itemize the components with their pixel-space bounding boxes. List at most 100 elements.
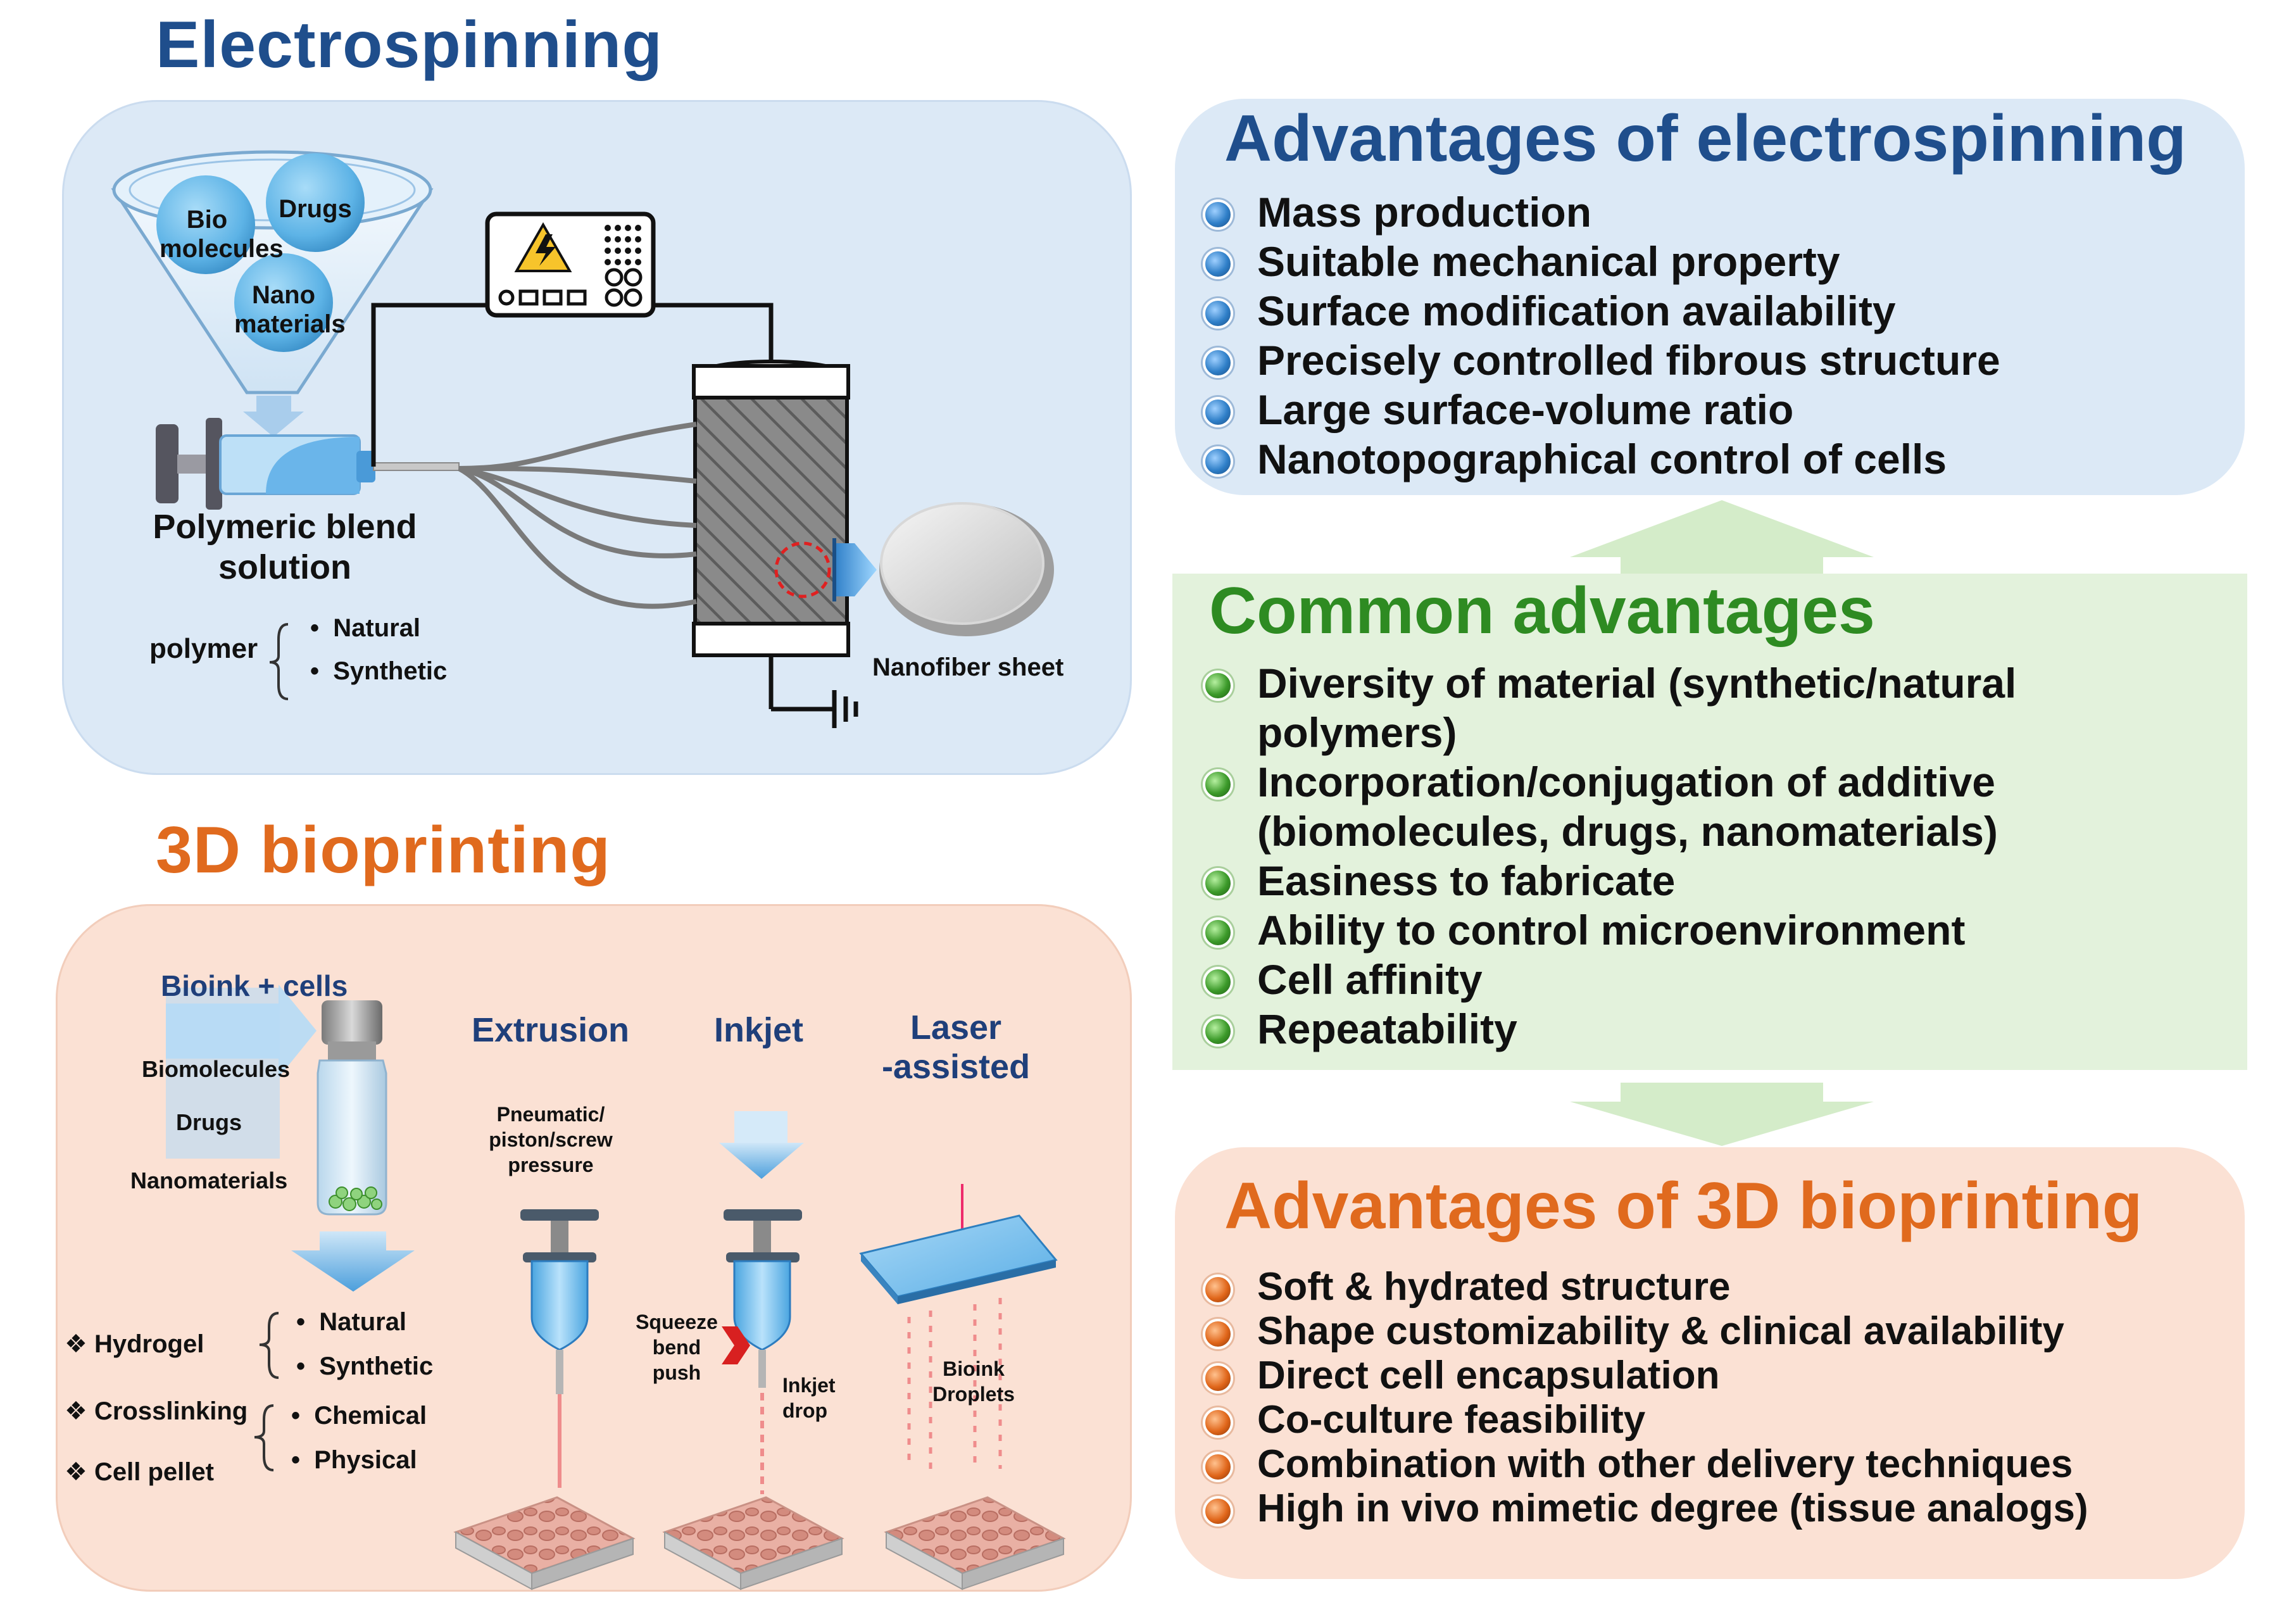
bullet-icon	[1203, 1016, 1233, 1047]
culture-plate-inkjet	[662, 1496, 844, 1590]
common-advantages-title: Common advantages	[1209, 574, 1875, 648]
additives-arrow-body	[166, 988, 280, 1159]
culture-plate-laser	[884, 1496, 1066, 1590]
bio-label-line2: molecules	[160, 235, 284, 263]
drugs-label: Drugs	[279, 195, 352, 223]
solution-label-line2: solution	[218, 548, 351, 586]
bullet-icon	[1203, 1363, 1233, 1394]
nanomaterials-ball	[234, 253, 333, 352]
syringe-needle	[373, 462, 460, 471]
zoom-arrow	[834, 543, 877, 596]
bioprinting-illustration	[166, 985, 1066, 1590]
list-item: Nanotopographical control of cells	[1203, 434, 2000, 484]
syringe-plunger-cap	[156, 424, 179, 503]
list-item: Direct cell encapsulation	[1203, 1354, 2088, 1398]
cell-pellet-label: ❖ Cell pellet	[65, 1458, 214, 1486]
hydrogel-type-synthetic: • Synthetic	[296, 1352, 434, 1380]
method-extrusion: Extrusion	[472, 1011, 630, 1049]
laser-note-bioink: Bioink	[943, 1357, 1005, 1380]
inkjet-syringe	[733, 1260, 791, 1351]
bioink-label: Bioink + cells	[161, 969, 348, 1002]
zoom-circle	[774, 541, 831, 598]
extrusion-note-line3: pressure	[508, 1154, 594, 1176]
culture-plate-extrusion	[453, 1496, 636, 1590]
inkjet-pressure-arrow	[719, 1143, 804, 1179]
bullet-icon	[1203, 769, 1233, 800]
common-advantages-list: Diversity of material (synthetic/natural…	[1203, 658, 2016, 1054]
inkjet-plunger	[724, 1209, 802, 1221]
bio-label-line1: Bio	[186, 206, 228, 234]
list-item: Mass production	[1203, 187, 2000, 237]
crosslinking-type-chemical: • Chemical	[291, 1402, 427, 1430]
additive-drugs: Drugs	[176, 1109, 242, 1135]
bullet-icon	[1203, 1496, 1233, 1526]
list-item: Cell affinity	[1203, 955, 2016, 1004]
advantages-bioprinting-list: Soft & hydrated structure Shape customiz…	[1203, 1265, 2088, 1531]
bullet-icon	[1203, 1452, 1233, 1482]
drugs-ball	[266, 153, 365, 252]
bioprinting-title: 3D bioprinting	[156, 814, 611, 887]
bullet-icon	[1203, 446, 1233, 477]
list-item: Repeatability	[1203, 1004, 2016, 1054]
electrospinning-title: Electrospinning	[156, 8, 663, 82]
nano-label-line2: materials	[234, 310, 346, 338]
bullet-icon	[1203, 670, 1233, 701]
method-laser-line2: -assisted	[881, 1048, 1031, 1086]
polymer-type-natural: • Natural	[310, 614, 421, 642]
method-laser-line1: Laser	[910, 1009, 1002, 1047]
bullet-icon	[1203, 249, 1233, 279]
bioink-vial	[317, 1059, 387, 1216]
list-item: Ability to control microenvironment	[1203, 905, 2016, 955]
biomolecules-ball	[156, 175, 255, 274]
advantages-electrospinning-panel	[1175, 99, 2245, 495]
laser-note-droplets: Droplets	[932, 1383, 1015, 1406]
vial-down-arrow	[291, 1231, 415, 1292]
method-inkjet: Inkjet	[714, 1011, 804, 1049]
bullet-icon	[1203, 298, 1233, 329]
hydrogel-type-natural: • Natural	[296, 1308, 407, 1336]
list-item: Suitable mechanical property	[1203, 237, 2000, 286]
crosslinking-label: ❖ Crosslinking	[65, 1397, 248, 1425]
extrusion-note-line1: Pneumatic/	[496, 1103, 605, 1126]
inkjet-note-drop: drop	[782, 1399, 828, 1422]
vial-cap	[322, 1000, 382, 1045]
nano-label-line1: Nano	[252, 281, 315, 309]
bullet-icon	[1203, 868, 1233, 898]
list-item: Shape customizability & clinical availab…	[1203, 1309, 2088, 1354]
additive-nanomaterials: Nanomaterials	[130, 1167, 288, 1193]
list-item: Co-culture feasibility	[1203, 1398, 2088, 1442]
list-item: Precisely controlled fibrous structure	[1203, 336, 2000, 385]
fiber-jets	[458, 422, 697, 609]
funnel-arrow	[243, 396, 304, 437]
bullet-icon	[1203, 1319, 1233, 1349]
laser-droplets	[907, 1298, 1002, 1469]
list-item: Surface modification availability	[1203, 286, 2000, 336]
list-item: Diversity of material (synthetic/natural…	[1203, 658, 2016, 757]
inkjet-note-push: push	[652, 1361, 701, 1384]
nanofiber-sheet-label: Nanofiber sheet	[872, 653, 1064, 681]
polymer-type-synthetic: • Synthetic	[310, 657, 448, 685]
list-item: Combination with other delivery techniqu…	[1203, 1442, 2088, 1487]
hydrogel-label: ❖ Hydrogel	[65, 1330, 204, 1358]
list-item: High in vivo mimetic degree (tissue anal…	[1203, 1487, 2088, 1531]
squeeze-chevron	[722, 1326, 750, 1364]
crosslinking-type-physical: • Physical	[291, 1446, 417, 1474]
advantages-electrospinning-title: Advantages of electrospinning	[1224, 102, 2186, 175]
advantages-electrospinning-list: Mass production Suitable mechanical prop…	[1203, 187, 2000, 484]
collector-drum	[693, 378, 849, 636]
inkjet-note-bend: bend	[652, 1336, 701, 1359]
down-arrow-to-bioprinting	[1570, 1083, 1874, 1146]
extrusion-syringe	[530, 1260, 589, 1351]
bullet-icon	[1203, 967, 1233, 997]
common-advantages-panel	[1172, 574, 2247, 1070]
list-item: Easiness to fabricate	[1203, 856, 2016, 905]
advantages-bioprinting-panel	[1175, 1147, 2245, 1579]
up-arrow-to-electrospinning	[1570, 500, 1874, 576]
bullet-icon	[1203, 348, 1233, 378]
inkjet-note-squeeze: Squeeze	[636, 1311, 718, 1333]
bullet-icon	[1203, 397, 1233, 427]
bullet-icon	[1203, 1274, 1233, 1305]
list-item: Soft & hydrated structure	[1203, 1265, 2088, 1309]
polymer-label: polymer	[149, 633, 258, 664]
inkjet-note-inkjet: Inkjet	[782, 1374, 836, 1397]
